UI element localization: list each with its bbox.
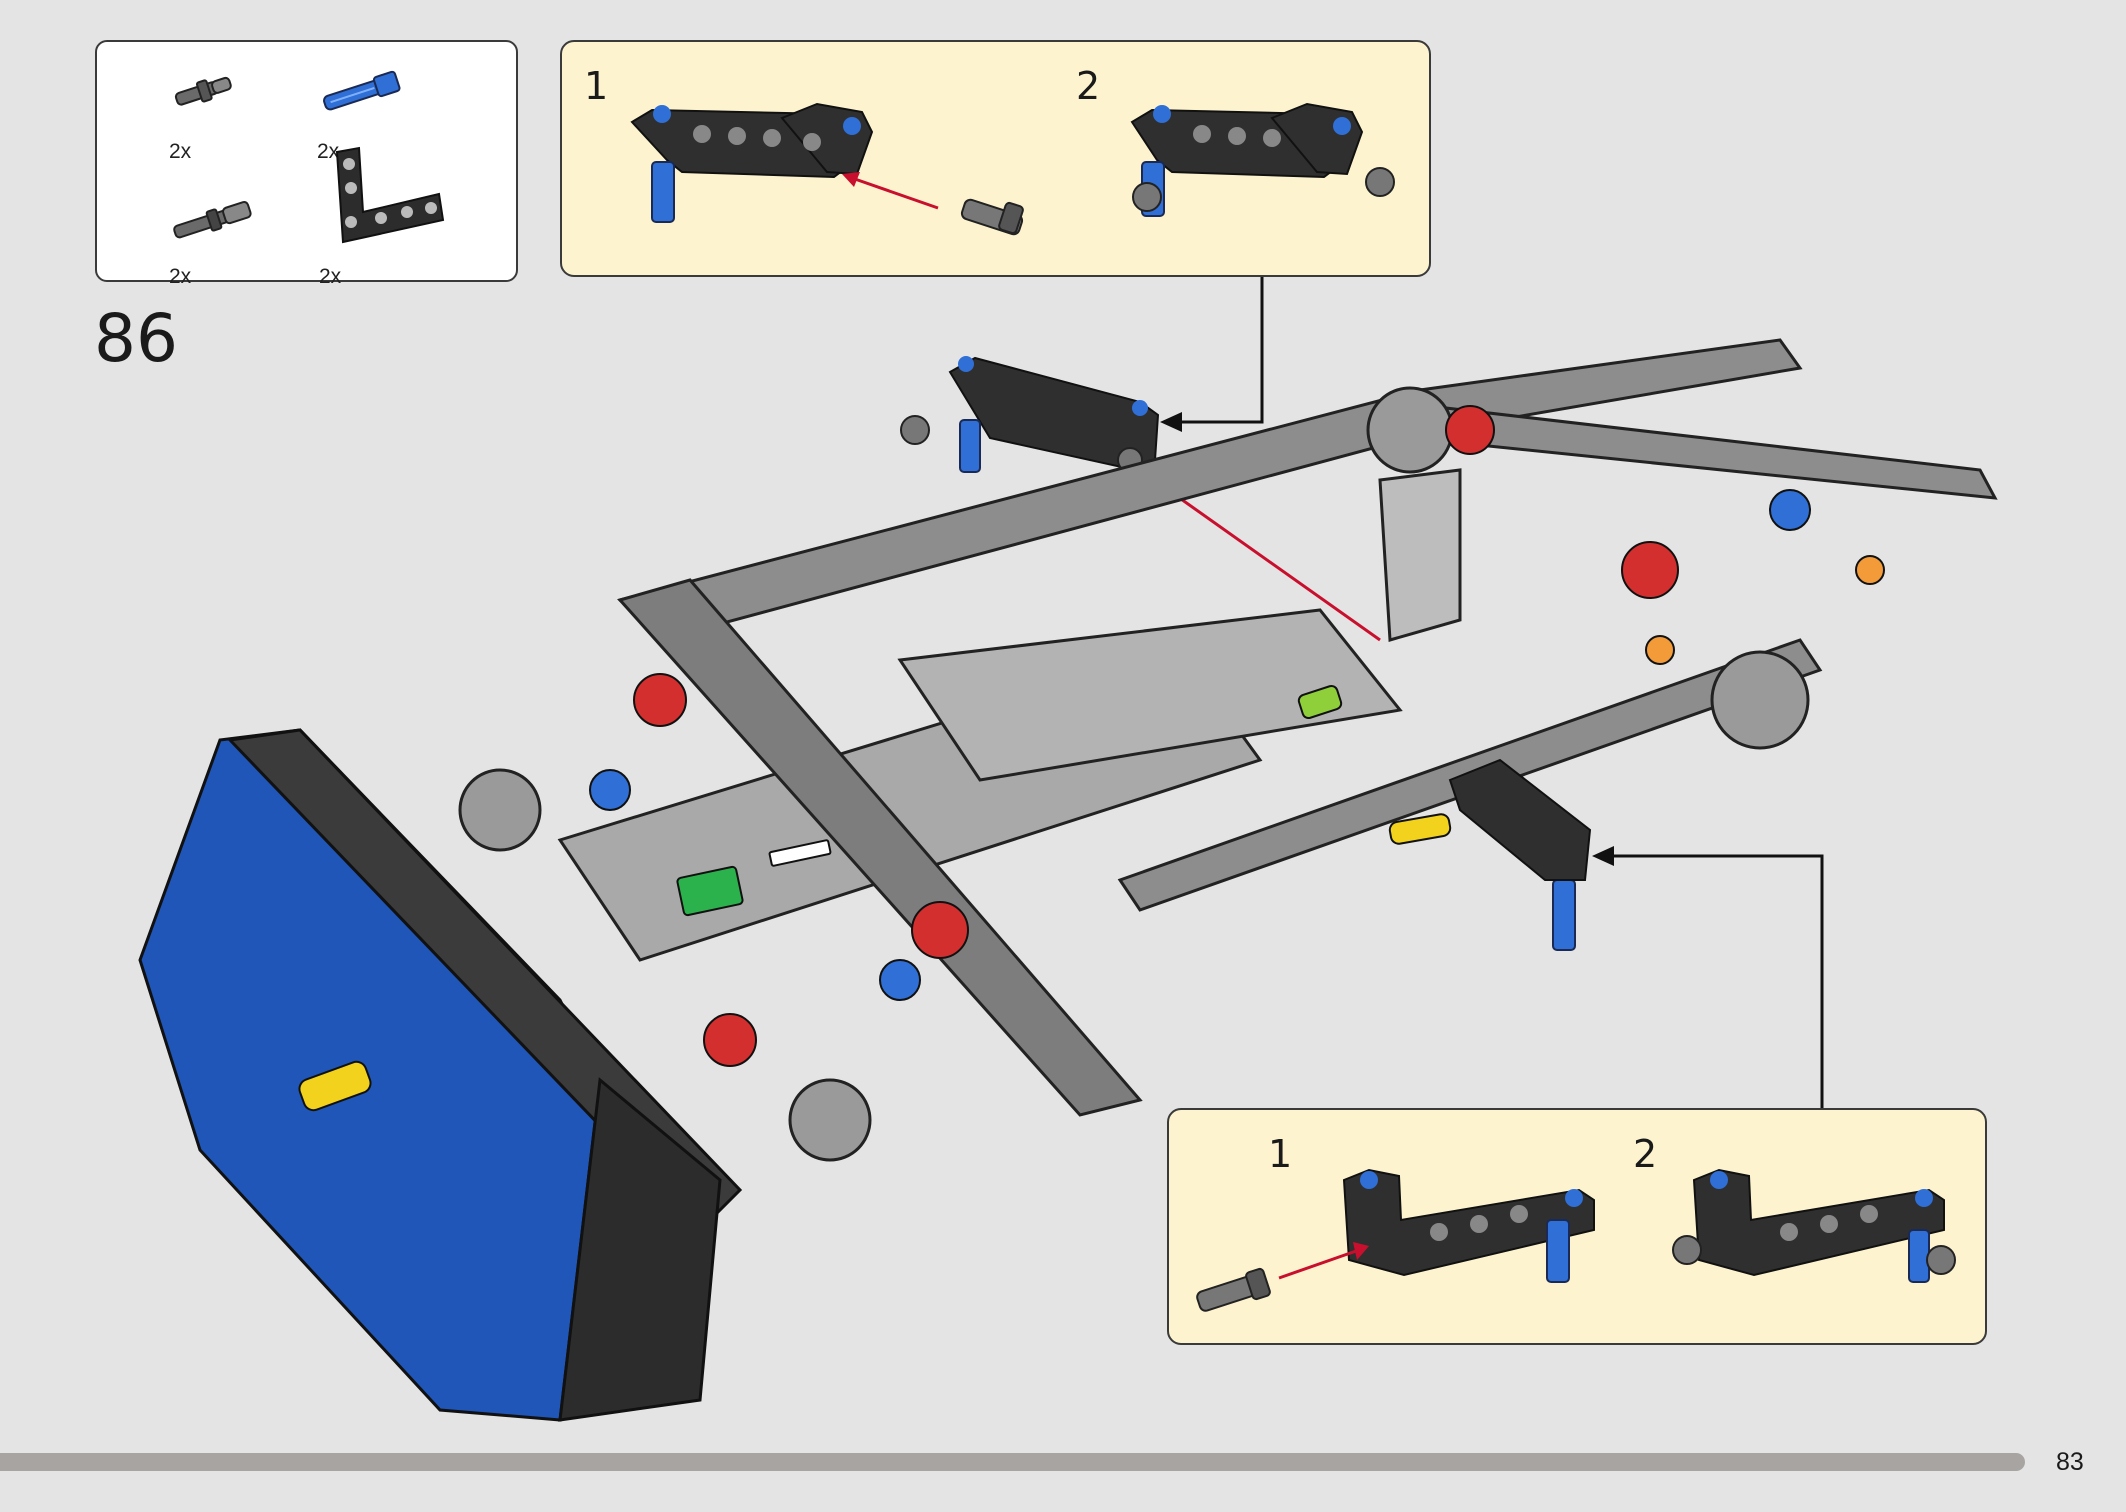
substep-number: 2 [1633, 1132, 1658, 1176]
assembly-arrow [851, 176, 939, 210]
friction-pin-with-bushing-icon [174, 76, 232, 106]
callout-connector-top [1168, 277, 1264, 424]
parts-item-4: 2x [319, 142, 445, 288]
parts-list-box: 2x 2x 2x [95, 40, 518, 288]
axle-pin-blue-icon [323, 70, 401, 111]
page-footer-bar [0, 1453, 2025, 1471]
page-number: 83 [2056, 1448, 2084, 1476]
sub-assembly-callout-top: 1 2 [560, 40, 1431, 277]
angled-beam-black-icon [335, 146, 445, 244]
angled-beam-assembled-icon [1672, 1168, 1956, 1283]
substep-number: 1 [1268, 1132, 1293, 1176]
arrow-head [1353, 1242, 1369, 1260]
friction-pin-with-bushing-icon [960, 198, 1024, 236]
parts-item-1: 2x [169, 70, 289, 180]
substep-illustrations [630, 102, 1395, 236]
angled-beam-assembled-icon [1130, 102, 1395, 217]
angled-beam-icon [630, 102, 874, 223]
assembly-arrow [1278, 1248, 1360, 1280]
callout-connector-bottom-arrow [1592, 846, 1614, 866]
parts-item-3: 2x [169, 195, 289, 305]
chassis [138, 338, 1998, 1422]
callout-connector-top-arrow [1160, 412, 1182, 432]
friction-pin-with-bushing-icon [1196, 1267, 1271, 1312]
parts-item-qty: 2x [319, 265, 342, 288]
parts-item-qty: 2x [317, 140, 340, 163]
substep-number: 1 [584, 64, 609, 108]
parts-item-qty: 2x [169, 265, 192, 288]
angled-beam-icon [1342, 1168, 1595, 1283]
parts-item-2: 2x [317, 70, 437, 180]
long-pin-with-bushing-icon [173, 200, 252, 239]
substep-illustrations [1196, 1168, 1956, 1312]
parts-item-qty: 2x [169, 140, 192, 163]
callout-connector-bottom [1600, 854, 1824, 1108]
step-number: 86 [94, 300, 178, 377]
sub-assembly-top-placement [900, 356, 1160, 473]
substep-number: 2 [1076, 64, 1101, 108]
sub-assembly-callout-bottom: 1 2 [1167, 1108, 1987, 1345]
arrow-head [842, 172, 860, 187]
